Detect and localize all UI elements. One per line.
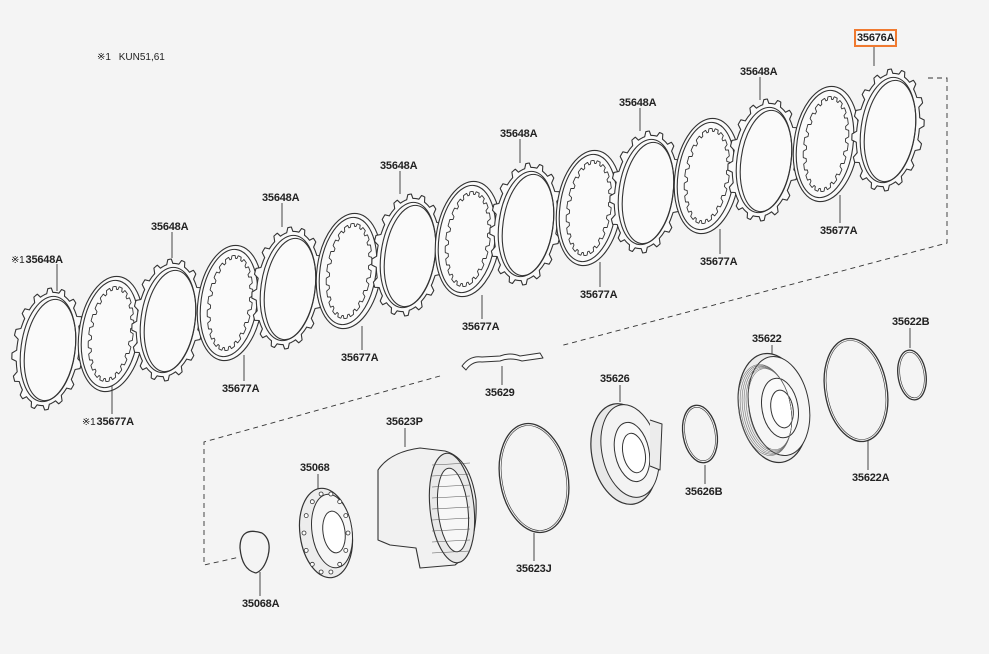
plate-35648A-2 bbox=[131, 258, 205, 382]
part-label-35629[interactable]: 35629 bbox=[485, 387, 515, 399]
part-35068 bbox=[298, 487, 354, 579]
plate-35648A-3 bbox=[251, 226, 325, 350]
lower-parts bbox=[239, 337, 927, 579]
part-35068A bbox=[239, 530, 270, 574]
part-35626 bbox=[590, 403, 663, 505]
part-35622A bbox=[823, 337, 889, 443]
part-label-35677A-3[interactable]: 35677A bbox=[462, 321, 500, 333]
disc-35677A-5 bbox=[673, 117, 741, 235]
leader-lines bbox=[56, 45, 948, 596]
clutch-plate-stack bbox=[11, 68, 925, 411]
plate-35648A-4 bbox=[371, 193, 445, 317]
kun-marker: ※1 bbox=[11, 255, 25, 266]
part-number: 35677A bbox=[96, 416, 135, 428]
part-label-35648A-7[interactable]: 35648A bbox=[740, 66, 778, 78]
part-label-35622B[interactable]: 35622B bbox=[892, 316, 930, 328]
part-35626B bbox=[681, 404, 719, 464]
part-label-35648A-1[interactable]: ※135648A bbox=[11, 254, 63, 267]
part-label-35677A-5[interactable]: 35677A bbox=[700, 256, 738, 268]
dashed-boundary-lower bbox=[203, 375, 441, 566]
disc-35677A-4 bbox=[555, 149, 623, 267]
part-label-35623J[interactable]: 35623J bbox=[516, 563, 552, 575]
part-label-35622A[interactable]: 35622A bbox=[852, 472, 890, 484]
part-label-35677A-km[interactable]: ※135677A bbox=[82, 416, 134, 429]
part-35623P bbox=[377, 447, 477, 569]
applicability-note: ※1 KUN51,61 bbox=[97, 52, 165, 64]
part-label-35623P[interactable]: 35623P bbox=[386, 416, 423, 428]
part-label-35622[interactable]: 35622 bbox=[752, 333, 782, 345]
part-label-35648A-4[interactable]: 35648A bbox=[380, 160, 418, 172]
plate-35648A-7 bbox=[727, 98, 801, 222]
kun-marker: ※1 bbox=[82, 417, 96, 428]
part-label-35068[interactable]: 35068 bbox=[300, 462, 330, 474]
part-35629 bbox=[461, 352, 544, 371]
part-label-35676A[interactable]: 35676A bbox=[853, 29, 898, 47]
part-label-35626[interactable]: 35626 bbox=[600, 373, 630, 385]
note-text: KUN51,61 bbox=[118, 52, 165, 63]
plate-35676A bbox=[851, 68, 925, 192]
dashed-boundary-upper bbox=[559, 77, 948, 347]
plate-35648A-1 bbox=[11, 287, 85, 411]
part-label-35677A-2[interactable]: 35677A bbox=[341, 352, 379, 364]
note-marker: ※1 bbox=[97, 52, 111, 63]
part-label-35677A-1[interactable]: 35677A bbox=[222, 383, 260, 395]
part-label-35677A-6[interactable]: 35677A bbox=[820, 225, 858, 237]
plate-35648A-5 bbox=[489, 162, 563, 286]
part-label-35677A-4[interactable]: 35677A bbox=[580, 289, 618, 301]
part-label-35068A[interactable]: 35068A bbox=[242, 598, 280, 610]
part-label-35648A-3[interactable]: 35648A bbox=[262, 192, 300, 204]
disc-35677A-6 bbox=[792, 85, 860, 203]
part-label-35648A-6[interactable]: 35648A bbox=[619, 97, 657, 109]
plate-35648A-6 bbox=[609, 130, 683, 254]
part-label-35648A-2[interactable]: 35648A bbox=[151, 221, 189, 233]
part-label-35626B[interactable]: 35626B bbox=[685, 486, 723, 498]
part-35622B bbox=[897, 349, 927, 401]
part-35622 bbox=[737, 352, 811, 464]
part-number: 35648A bbox=[25, 254, 64, 266]
part-35623J bbox=[498, 422, 570, 534]
part-label-35648A-5[interactable]: 35648A bbox=[500, 128, 538, 140]
